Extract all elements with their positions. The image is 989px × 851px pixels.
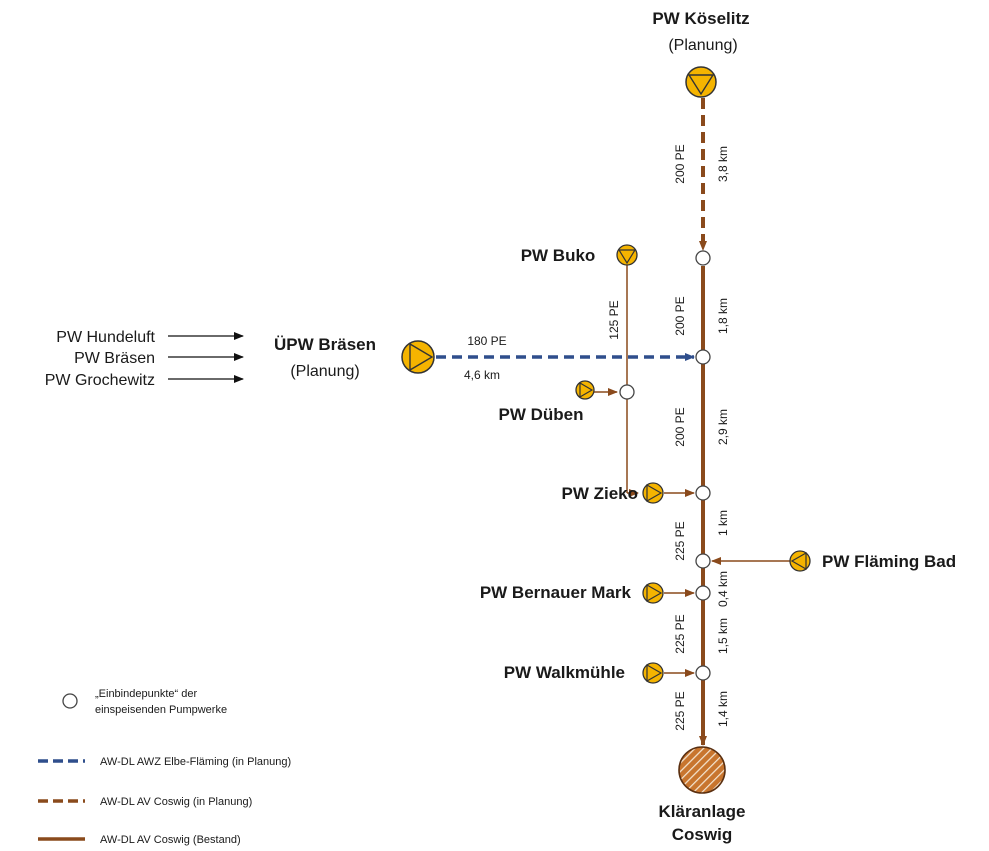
legend-elbe-label: AW-DL AWZ Elbe-Fläming (in Planung)	[100, 756, 291, 768]
pump-bernauer-icon	[642, 582, 664, 604]
label-plant-1: Kläranlage	[659, 802, 746, 821]
junction-node	[695, 485, 711, 501]
segment-km-label: 1,4 km	[716, 691, 730, 727]
junction-node	[619, 384, 635, 400]
segment-km-label: 1,5 km	[716, 618, 730, 654]
segment-km-label: 1 km	[716, 510, 730, 536]
pump-walkmuehle-icon	[642, 662, 664, 684]
legend-coswig-existing-label: AW-DL AV Coswig (Bestand)	[100, 834, 241, 846]
pump-zieko-icon	[642, 482, 664, 504]
legend-node-label-2: einspeisenden Pumpwerke	[95, 704, 227, 716]
segment-pe-label: 200 PE	[673, 296, 687, 335]
segment-pe-label: 125 PE	[607, 300, 621, 339]
junction-node	[695, 585, 711, 601]
pump-buko-icon	[616, 244, 638, 266]
label-plant-2: Coswig	[672, 825, 732, 844]
segment-km-label: 0,4 km	[716, 571, 730, 607]
legend: „Einbindepunkte“ der einspeisenden Pumpw…	[38, 688, 291, 846]
junction-node	[695, 250, 711, 266]
segment-km-label: 3,8 km	[716, 146, 730, 182]
segment-km-label: 1,8 km	[716, 298, 730, 334]
segment-km-label: 4,6 km	[464, 368, 500, 382]
legend-coswig-planned-label: AW-DL AV Coswig (in Planung)	[100, 796, 252, 808]
junction-node	[695, 349, 711, 365]
label-koeselitz: PW Köselitz	[652, 9, 749, 28]
pump-dueben-icon	[575, 380, 595, 400]
inflow-label: PW Grochewitz	[45, 372, 155, 389]
pump-koeselitz-icon	[685, 66, 717, 98]
legend-node-label-1: „Einbindepunkte“ der	[95, 688, 197, 700]
junction-node	[695, 553, 711, 569]
inflow-label: PW Bräsen	[74, 350, 155, 367]
label-koeselitz-status: (Planung)	[668, 37, 737, 54]
label-dueben: PW Düben	[499, 405, 584, 424]
label-braesen-status: (Planung)	[290, 363, 359, 380]
label-bernauer: PW Bernauer Mark	[480, 583, 632, 602]
pump-flaeming-icon	[789, 550, 811, 572]
label-flaeming: PW Fläming Bad	[822, 552, 956, 571]
treatment-plant-icon	[678, 746, 726, 794]
label-braesen: ÜPW Bräsen	[274, 335, 376, 354]
segment-pe-label: 180 PE	[467, 334, 506, 348]
pump-braesen-icon	[401, 340, 435, 374]
segment-pe-label: 225 PE	[673, 614, 687, 653]
label-zieko: PW Zieko	[561, 484, 638, 503]
label-buko: PW Buko	[521, 246, 596, 265]
segment-pe-label: 200 PE	[673, 144, 687, 183]
label-walkmuehle: PW Walkmühle	[504, 663, 625, 682]
junction-node	[695, 665, 711, 681]
segment-pe-label: 225 PE	[673, 521, 687, 560]
segment-pe-label: 200 PE	[673, 407, 687, 446]
legend-node-icon	[62, 693, 78, 709]
inflow-label: PW Hundeluft	[56, 329, 155, 346]
segment-km-label: 2,9 km	[716, 409, 730, 445]
segment-pe-label: 225 PE	[673, 691, 687, 730]
